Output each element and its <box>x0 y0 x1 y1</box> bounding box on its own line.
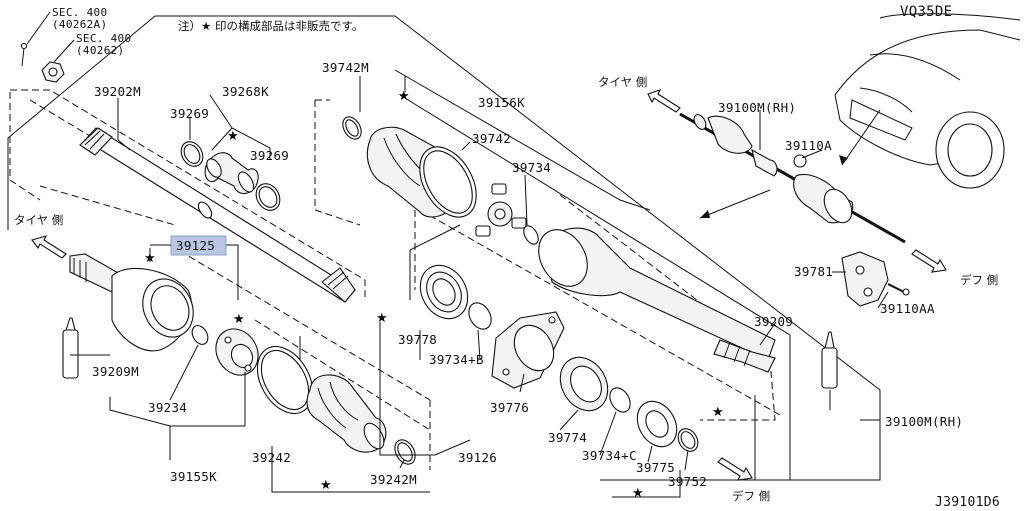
spider-39734[interactable] <box>475 183 527 237</box>
boot-guide-dash <box>314 100 361 226</box>
part-label-39752[interactable]: 39752 <box>668 474 707 489</box>
mount-39781[interactable] <box>841 251 889 307</box>
part-label-39110a[interactable]: 39110A <box>785 138 832 153</box>
clamp-39269-left[interactable] <box>177 138 207 171</box>
bearing-39774[interactable] <box>551 349 617 419</box>
seal-39778[interactable] <box>411 257 477 327</box>
part-label-39775[interactable]: 39775 <box>636 460 675 475</box>
part-label-39734c[interactable]: 39734+C <box>582 448 637 463</box>
part-label-39781[interactable]: 39781 <box>794 264 833 279</box>
part-label-39125[interactable]: 39125 <box>176 238 215 253</box>
boot-39242[interactable] <box>306 374 388 453</box>
arrow-diff-bottom-icon <box>717 457 753 481</box>
arrow-tire-left-icon <box>31 235 67 259</box>
sec-ref-1[interactable]: SEC. 400 <box>52 6 107 19</box>
sec-ref-1-code[interactable]: (40262A) <box>52 18 107 31</box>
boot-39268k[interactable] <box>204 152 259 195</box>
inner-race-39155k[interactable] <box>208 321 267 383</box>
part-label-39100m-rh-top[interactable]: 39100M(RH) <box>718 100 796 115</box>
shaft-39202m[interactable] <box>79 127 356 303</box>
vehicle-illustration <box>834 13 1021 189</box>
part-label-39268k[interactable]: 39268K <box>222 84 269 99</box>
ring-39752[interactable] <box>674 425 702 455</box>
assembly-outline <box>155 15 881 481</box>
axle-nut <box>41 61 65 83</box>
part-label-39242m[interactable]: 39242M <box>370 472 417 487</box>
cotter-pin <box>20 42 28 67</box>
part-label-39776[interactable]: 39776 <box>490 400 529 415</box>
bracket-39776[interactable] <box>491 311 565 389</box>
part-label-39742[interactable]: 39742 <box>472 131 511 146</box>
part-label-39155k[interactable]: 39155K <box>170 469 217 484</box>
boot-band-39742[interactable] <box>408 137 488 227</box>
shaft-guide-dash <box>700 359 776 421</box>
part-label-39734b[interactable]: 39734+B <box>429 352 484 367</box>
snap-ring-39734b[interactable] <box>464 299 495 333</box>
part-label-39100m-rh-bottom[interactable]: 39100M(RH) <box>885 414 963 429</box>
part-label-39234[interactable]: 39234 <box>148 400 187 415</box>
part-label-39156k[interactable]: 39156K <box>478 95 525 110</box>
part-39125-highlight[interactable] <box>170 235 227 256</box>
diagram-code: J39101D6 <box>935 495 1000 510</box>
part-label-39774[interactable]: 39774 <box>548 430 587 445</box>
non-sale-note: 注）★ 印の構成部品は非販売です。 <box>178 19 363 33</box>
guide-dash-top <box>10 89 366 300</box>
snap-ring-39734c[interactable] <box>606 384 635 416</box>
svg-text:★: ★ <box>398 89 410 104</box>
housing-39126[interactable] <box>529 221 776 373</box>
sec-ref-1-leader <box>26 11 51 45</box>
part-label-39734[interactable]: 39734 <box>512 160 551 175</box>
guide-dash-left <box>9 92 41 201</box>
grease-tube-39209m[interactable] <box>62 317 79 379</box>
svg-text:★: ★ <box>227 129 239 144</box>
assembled-driveshaft-39100m[interactable] <box>679 112 906 244</box>
part-label-39742m[interactable]: 39742M <box>322 60 369 75</box>
snap-ring-39234[interactable] <box>189 323 211 347</box>
part-label-39209m[interactable]: 39209M <box>92 364 139 379</box>
arrow-tire-top-icon <box>647 89 681 113</box>
boot-band-39242m-small[interactable] <box>391 436 420 468</box>
boot-band-39742m[interactable] <box>339 114 365 143</box>
outer-joint-39125[interactable] <box>69 253 202 352</box>
part-label-39242[interactable]: 39242 <box>252 450 291 465</box>
part-label-39202m[interactable]: 39202M <box>94 84 141 99</box>
bolt-39110aa[interactable] <box>887 283 910 296</box>
part-label-39269-b[interactable]: 39269 <box>250 148 289 163</box>
svg-text:★: ★ <box>320 478 332 493</box>
tire-side-label-top: タイヤ 側 <box>598 75 647 89</box>
tire-side-label-left: タイヤ 側 <box>14 213 63 227</box>
part-label-39269-a[interactable]: 39269 <box>170 106 209 121</box>
part-label-39209[interactable]: 39209 <box>754 314 793 329</box>
part-label-39110aa[interactable]: 39110AA <box>880 301 935 316</box>
svg-text:★: ★ <box>376 311 388 326</box>
grease-tube-39209[interactable] <box>821 331 838 389</box>
callout-arrow <box>699 189 771 219</box>
snap-ring-39734[interactable] <box>521 223 541 246</box>
leader-lines <box>70 76 889 498</box>
part-label-39126[interactable]: 39126 <box>458 450 497 465</box>
sec-ref-2-code[interactable]: (40262) <box>76 44 124 57</box>
arrow-diff-right-icon <box>911 249 947 273</box>
assembly-outline-left <box>7 15 156 215</box>
svg-text:★: ★ <box>712 405 724 420</box>
diff-side-label-right: デフ 側 <box>960 273 998 287</box>
svg-text:★: ★ <box>233 312 245 327</box>
part-label-39778[interactable]: 39778 <box>398 332 437 347</box>
diff-side-label-bottom: デフ 側 <box>732 489 770 503</box>
sec-ref-2[interactable]: SEC. 400 <box>76 32 131 45</box>
seal-39775[interactable] <box>629 394 684 454</box>
clamp-39269-right[interactable] <box>251 179 284 214</box>
engine-label: VQ35DE <box>900 4 952 20</box>
boot-band-39242-large[interactable] <box>246 337 324 423</box>
sec-ref-2-leader <box>53 39 75 63</box>
svg-text:★: ★ <box>632 486 644 501</box>
